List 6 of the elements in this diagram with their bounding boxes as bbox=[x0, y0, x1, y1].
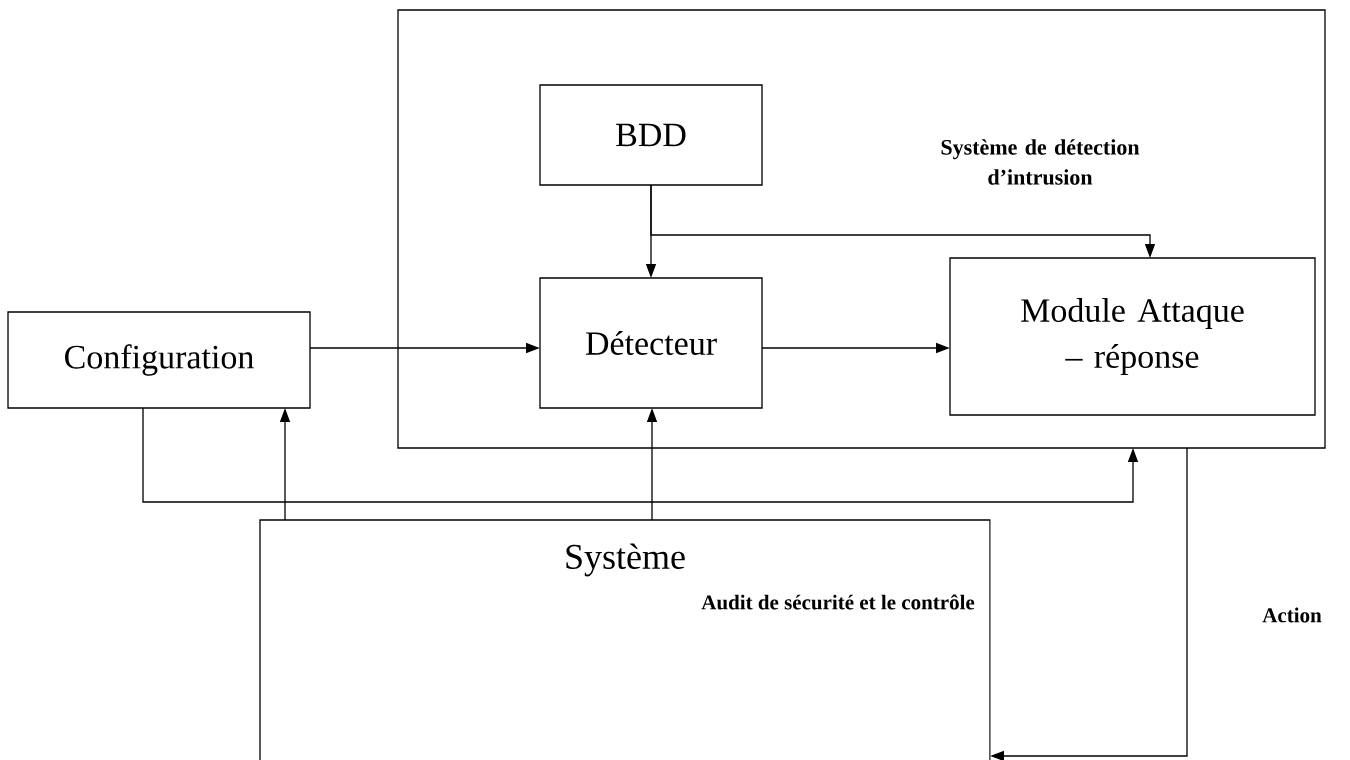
annotation-text: Audit de sécurité et le contrôle bbox=[701, 594, 975, 610]
process-box: BDD bbox=[539, 84, 763, 186]
process-box: Détecteur bbox=[539, 277, 763, 409]
edge-label: Action bbox=[1260, 605, 1324, 625]
process-box: Configuration bbox=[7, 311, 311, 409]
process-box: Module Attaque – réponse bbox=[949, 257, 1316, 416]
